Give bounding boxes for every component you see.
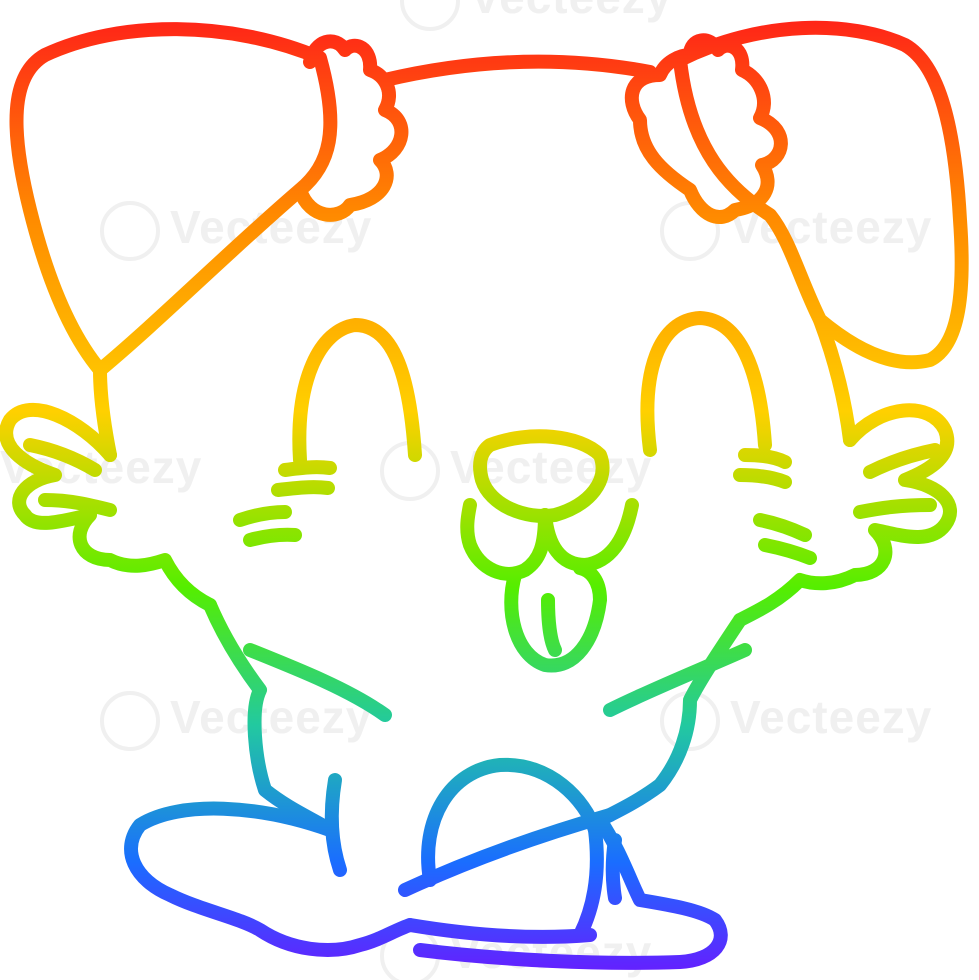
right-paw-finger	[853, 498, 937, 519]
left-eye-lash	[278, 460, 337, 477]
right-eye-lash	[738, 448, 792, 469]
tongue-line	[541, 593, 562, 657]
left-ear	[9, 22, 338, 377]
body-left	[203, 598, 337, 837]
right-paw-finger	[863, 443, 942, 479]
right-leg-line	[605, 833, 622, 905]
left-arm-line	[243, 643, 392, 722]
tongue	[504, 561, 607, 673]
nose	[473, 429, 610, 523]
left-paw	[0, 403, 217, 612]
right-eye-lash	[733, 468, 792, 489]
left-eye	[292, 318, 422, 467]
center-feet-line	[403, 918, 597, 944]
right-ear	[673, 20, 969, 370]
head-top	[378, 54, 657, 87]
left-eye-lash	[271, 480, 335, 497]
right-eye	[640, 311, 772, 457]
left-leg-line	[324, 773, 347, 877]
right-foot	[413, 813, 728, 970]
left-paw-finger	[23, 438, 102, 477]
ball-lower	[573, 823, 604, 942]
mouth	[460, 498, 552, 581]
ball	[421, 757, 602, 887]
right-cheek-mark	[753, 513, 812, 542]
left-cheek-mark	[243, 527, 302, 547]
right-arm-line	[603, 643, 752, 717]
left-cheek-mark	[233, 505, 292, 527]
ball-band	[398, 808, 617, 897]
left-ear-tuft	[293, 34, 409, 222]
left-foot	[124, 801, 417, 957]
head-right-side	[813, 313, 857, 447]
right-paw	[733, 403, 957, 627]
right-ear-tuft	[624, 33, 788, 224]
right-cheek-mark	[758, 538, 817, 565]
body-right	[593, 613, 747, 827]
left-paw-finger	[38, 493, 117, 517]
